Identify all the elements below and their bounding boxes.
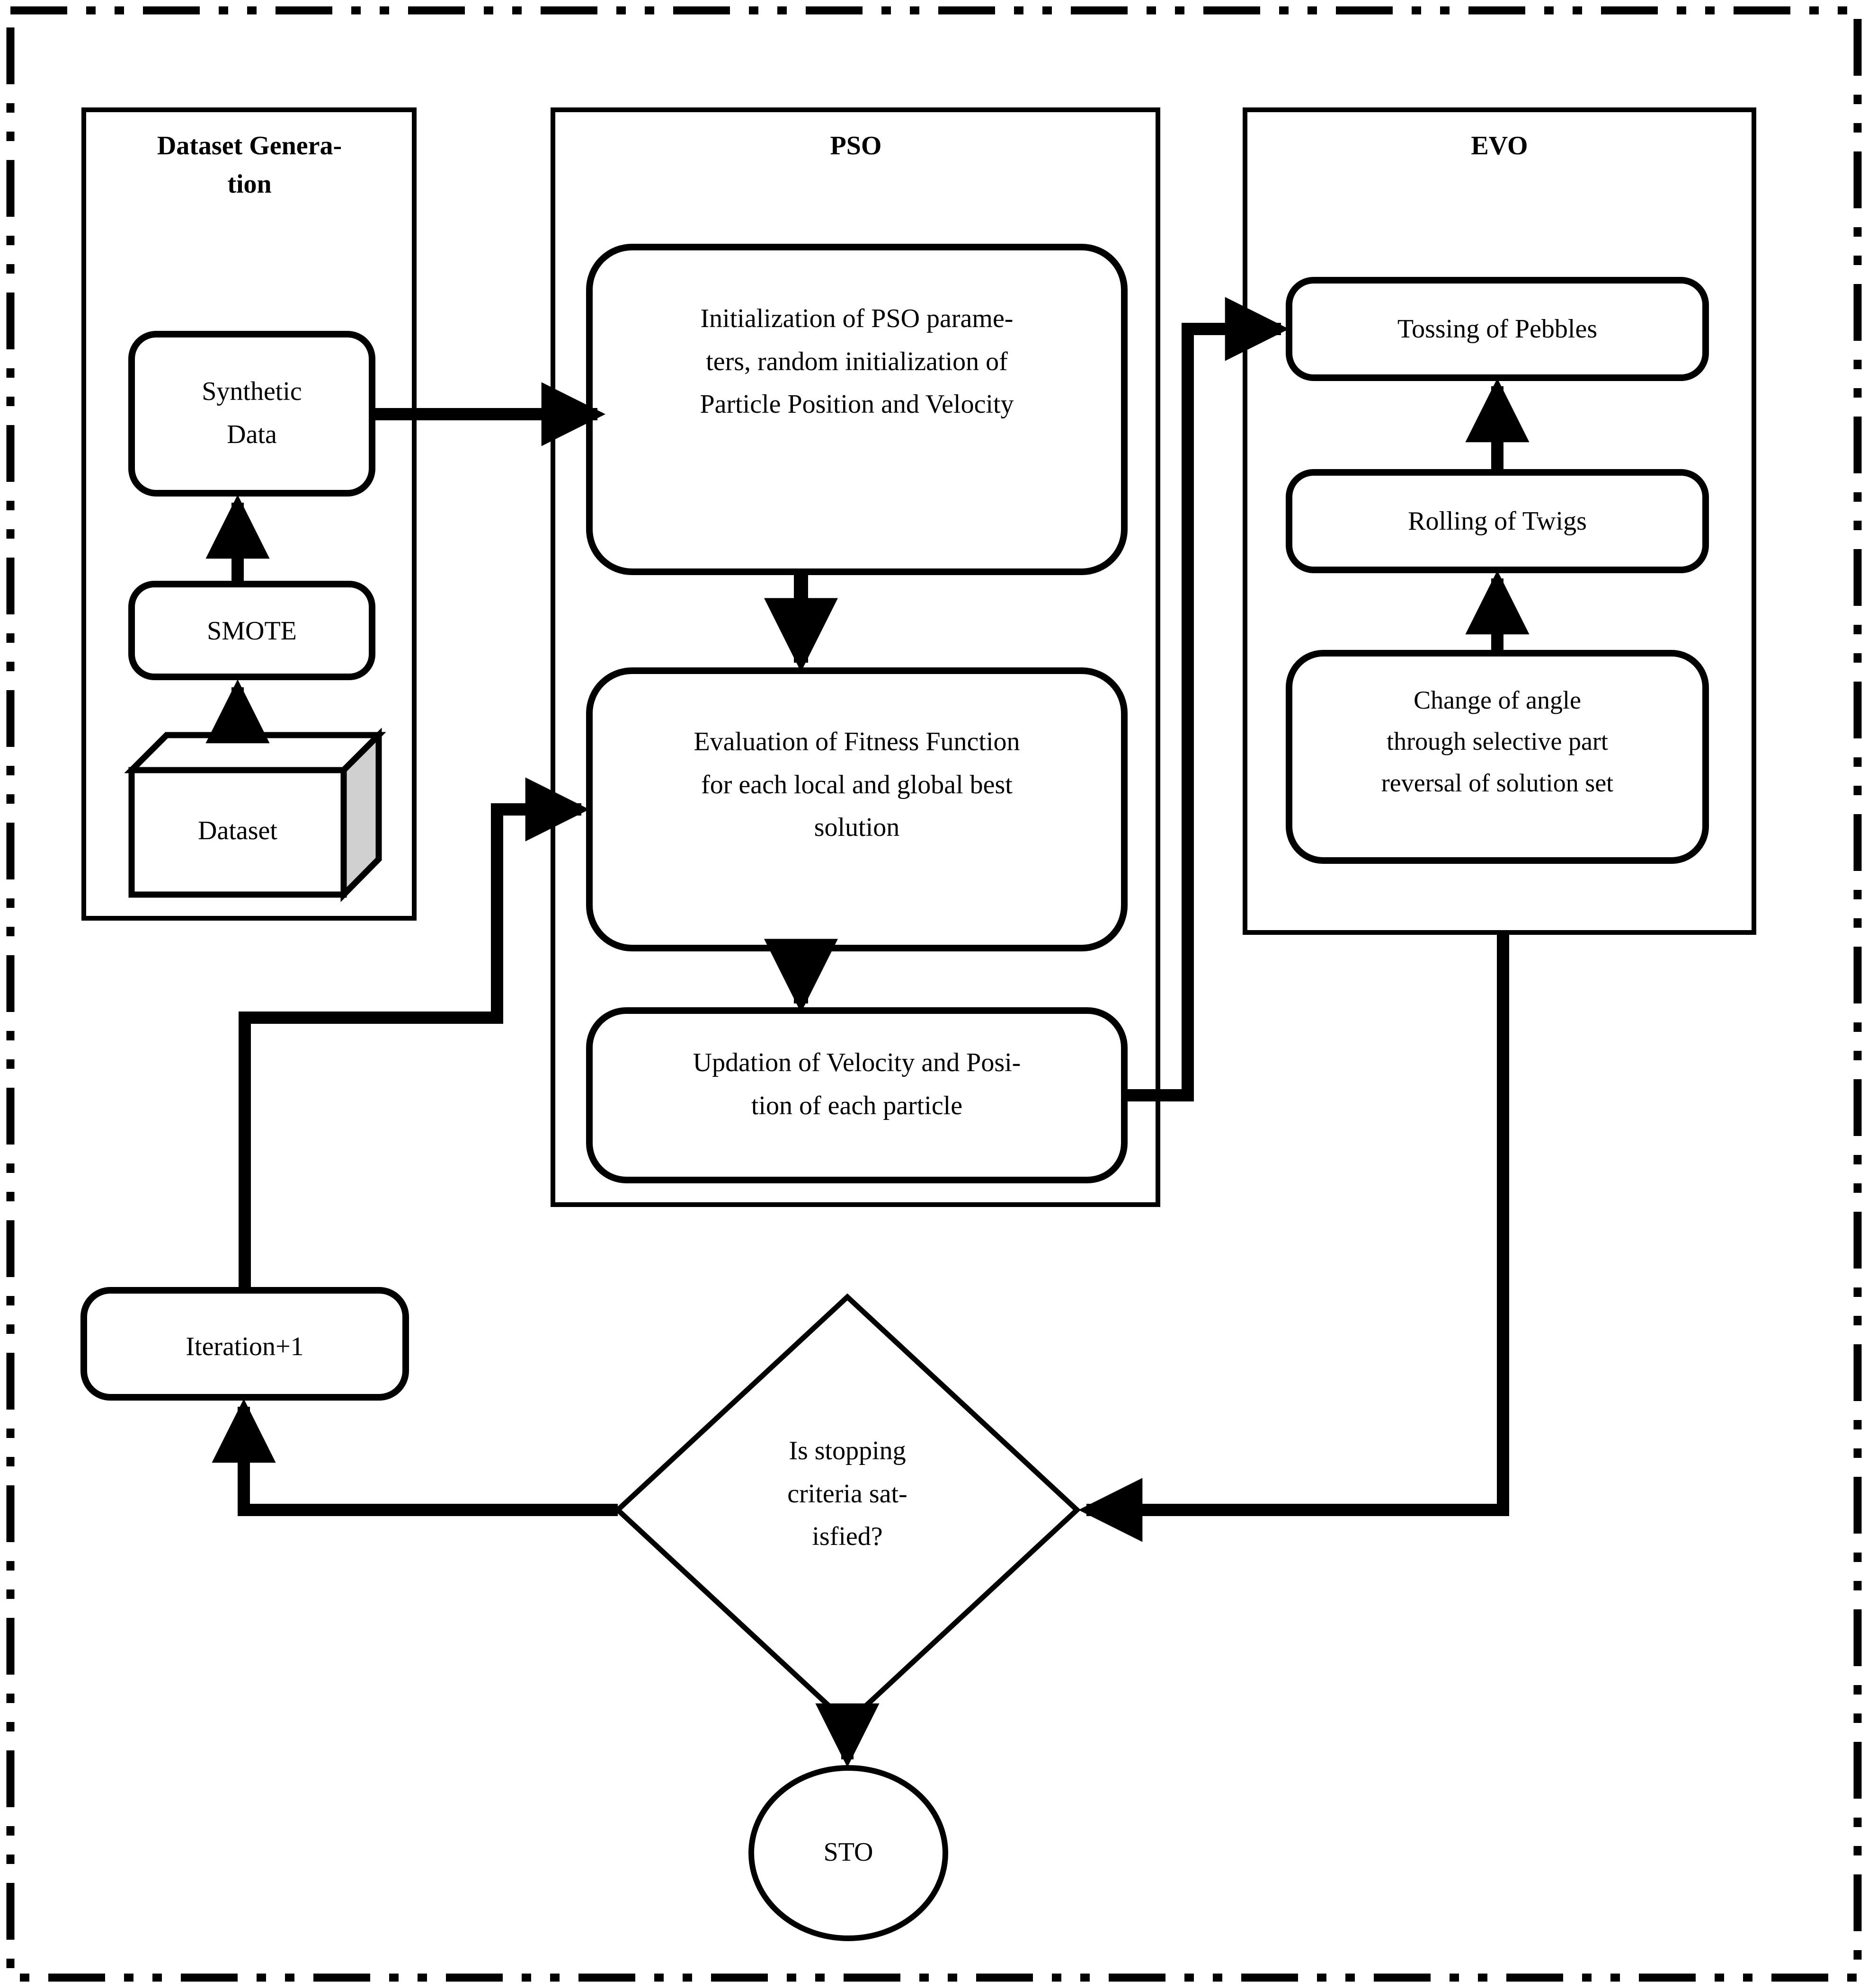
edge-evo-angle-to-decision	[1078, 932, 1509, 1542]
node-synthetic-data	[128, 331, 375, 497]
node-decision-diamond	[614, 1293, 1081, 1727]
node-iteration	[80, 1287, 409, 1401]
node-sto-terminal	[748, 1765, 948, 1941]
node-smote	[128, 581, 375, 680]
node-dataset-cube	[124, 728, 386, 902]
outer-border	[6, 6, 1862, 1982]
node-evo-angle	[1286, 650, 1709, 864]
node-pso-fitness	[586, 667, 1128, 951]
node-evo-rolling	[1286, 469, 1709, 573]
node-pso-update	[586, 1007, 1128, 1183]
node-evo-tossing	[1286, 277, 1709, 381]
node-pso-init	[586, 244, 1128, 575]
edge-iteration-to-pso-fitness	[239, 777, 589, 1290]
edge-decision-to-iteration	[212, 1399, 618, 1516]
edge-pso-update-to-evo-tossing	[1124, 297, 1289, 1101]
